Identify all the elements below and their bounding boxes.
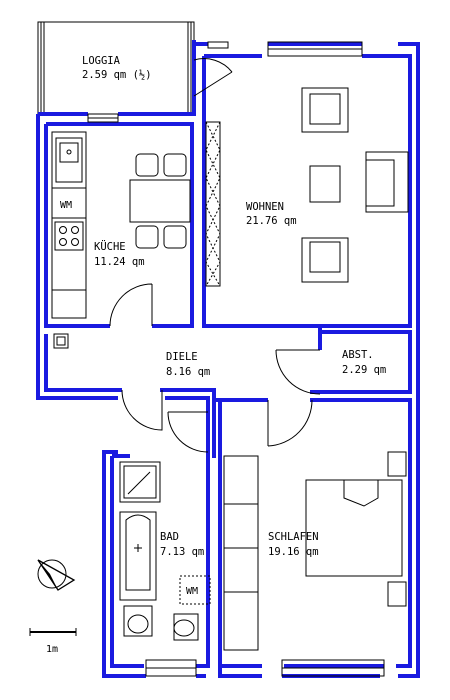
room-area-kueche: 11.24 qm <box>94 256 145 268</box>
armchair-icon <box>301 237 349 283</box>
room-area-bad: 7.13 qm <box>160 546 204 558</box>
scale-bar: 1m <box>29 628 77 655</box>
bath-fixtures: WM <box>119 461 211 641</box>
room-labels: LOGGIA 2.59 qm (½) WOHNEN 21.76 qm KÜCHE… <box>82 55 386 558</box>
doors <box>109 58 321 453</box>
windows <box>87 41 385 677</box>
bedroom-furniture <box>223 451 407 651</box>
washbasin-icon <box>123 605 153 637</box>
sink-icon <box>55 137 83 183</box>
living-furniture <box>205 87 409 287</box>
sofa-icon <box>365 151 409 213</box>
armchair-icon <box>301 87 349 133</box>
room-name-loggia: LOGGIA <box>82 55 121 67</box>
room-area-diele: 8.16 qm <box>166 366 210 378</box>
stove-icon <box>54 221 84 251</box>
kitchen-wm-label: WM <box>60 200 72 211</box>
nightstand-icon <box>387 451 407 477</box>
bed-icon <box>305 479 403 577</box>
room-name-schlafen: SCHLAFEN <box>268 531 319 543</box>
room-name-kueche: KÜCHE <box>94 240 126 253</box>
coffee-table-icon <box>309 165 341 203</box>
kitchen-fixtures: WM <box>51 131 191 319</box>
room-area-wohnen: 21.76 qm <box>246 215 297 227</box>
bath-wm-label: WM <box>186 586 198 597</box>
dining-table-icon <box>129 179 191 223</box>
loggia-room <box>37 21 195 115</box>
room-area-loggia: 2.59 qm (½) <box>82 69 152 81</box>
wardrobe-icon <box>223 455 259 651</box>
room-area-abst: 2.29 qm <box>342 364 386 376</box>
nightstand-icon <box>387 581 407 607</box>
scale-bar-label: 1m <box>46 644 58 655</box>
north-arrow-icon <box>37 559 76 591</box>
room-name-bad: BAD <box>160 531 179 543</box>
room-name-wohnen: WOHNEN <box>246 201 284 213</box>
room-name-abst: ABST. <box>342 349 374 361</box>
shower-icon <box>119 461 161 503</box>
bathtub-icon <box>119 511 157 601</box>
room-name-diele: DIELE <box>166 351 198 363</box>
room-area-schlafen: 19.16 qm <box>268 546 319 558</box>
hall-fixtures <box>53 333 69 349</box>
cabinet-icon <box>205 121 221 287</box>
